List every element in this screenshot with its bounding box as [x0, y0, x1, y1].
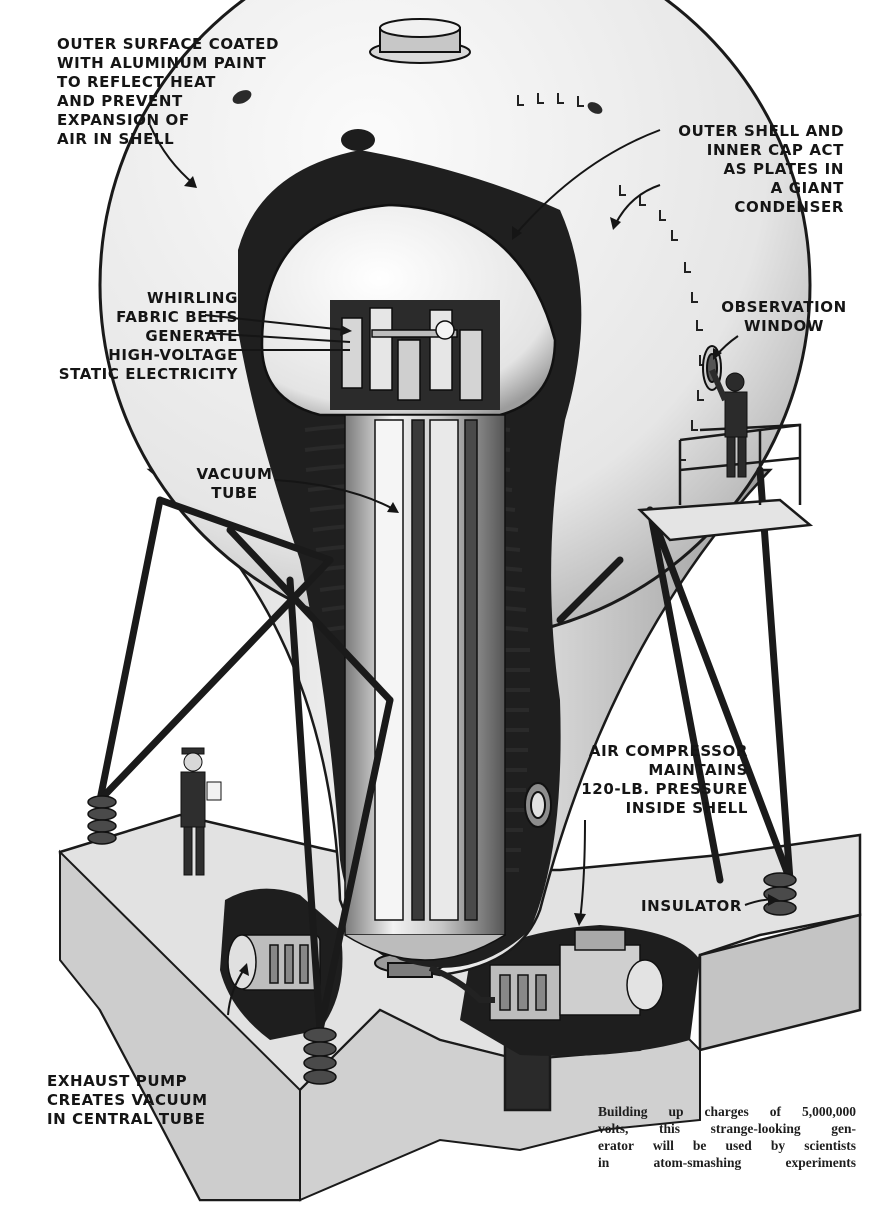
leader-arrowheads: [184, 176, 779, 976]
observer-figure: [709, 368, 748, 478]
belt-machinery: [341, 307, 483, 401]
support-frame: [96, 466, 794, 1034]
label-exhaust-pump: EXHAUST PUMP CREATES VACUUM IN CENTRAL T…: [47, 1072, 208, 1128]
exhaust-pump-machine: [227, 934, 321, 991]
label-fabric-belts: WHIRLING FABRIC BELTS GENERATE HIGH-VOLT…: [58, 289, 238, 383]
scientist-figure: [180, 747, 222, 876]
port-hole: [587, 102, 603, 114]
air-compressor-machine: [489, 929, 664, 1021]
compressor-pipe: [428, 965, 495, 1003]
port-hole: [341, 129, 375, 151]
figure-caption: Building up charges of 5,000,000 volts, …: [598, 1104, 856, 1170]
top-cap: [369, 18, 471, 64]
label-outer-shell-condenser: OUTER SHELL AND INNER CAP ACT AS PLATES …: [678, 122, 844, 216]
label-observation-window: OBSERVATION WINDOW: [721, 298, 847, 335]
port-hole: [232, 90, 252, 104]
insulator-stacks: [87, 795, 797, 1085]
label-air-compressor: AIR COMPRESSOR MAINTAINS 120-LB. PRESSUR…: [581, 742, 748, 817]
shell-side-port: [524, 782, 552, 828]
label-outer-surface: OUTER SURFACE COATED WITH ALUMINUM PAINT…: [57, 35, 280, 148]
label-vacuum-tube: VACUUM TUBE: [196, 465, 273, 502]
label-insulator: INSULATOR: [641, 897, 743, 915]
vacuum-tube-column: [344, 414, 506, 961]
